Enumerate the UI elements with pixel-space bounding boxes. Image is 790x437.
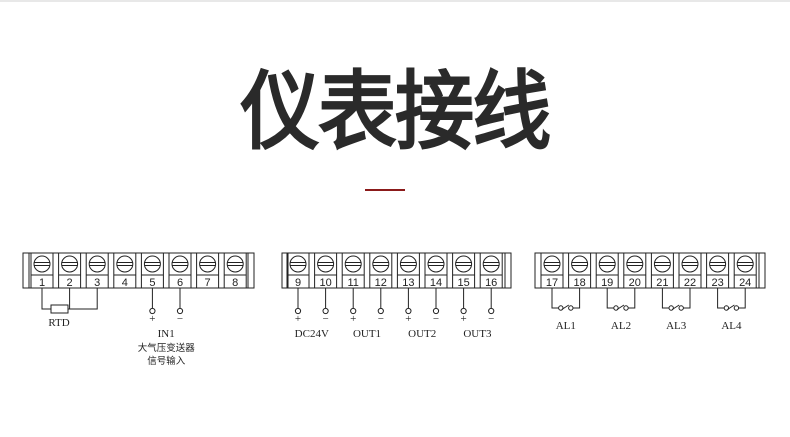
screw-terminal-icon [88, 255, 106, 273]
terminal-post-icon [432, 307, 440, 315]
title-divider [365, 189, 405, 191]
alarm-wire-a [717, 288, 725, 309]
alarm-label: AL4 [721, 320, 742, 332]
terminal-post-icon [460, 307, 467, 315]
terminal-post-icon [322, 307, 329, 315]
screw-terminal-icon [399, 255, 417, 273]
minus-sign: − [378, 313, 384, 325]
terminal-number: 13 [402, 277, 414, 289]
terminal-number: 23 [711, 277, 723, 289]
alarm-wire-a [661, 288, 670, 309]
terminal-number: 20 [629, 277, 641, 289]
screw-terminal-icon [681, 255, 699, 273]
in1-desc-line1: 大气压变送器 [138, 342, 196, 354]
screw-terminal-icon [736, 255, 754, 273]
screw-terminal-icon [289, 255, 307, 273]
terminal-post-icon [176, 307, 184, 315]
terminal-number: 21 [656, 277, 668, 289]
alarm-wire-a [606, 288, 614, 309]
terminal-block-3 [534, 252, 766, 289]
screw-terminal-icon [116, 255, 134, 273]
screw-terminal-icon [626, 255, 644, 273]
rtd-label: RTD [48, 317, 69, 329]
output-group-label: OUT3 [463, 328, 492, 340]
screw-terminal-icon [427, 255, 445, 273]
screw-terminal-icon [372, 255, 390, 273]
terminal-block-1 [22, 252, 255, 289]
output-group-label: OUT2 [408, 328, 436, 340]
terminal-post-icon [294, 307, 302, 315]
alarm-wire-a [551, 288, 559, 309]
in1-label: IN1 [158, 328, 175, 340]
output-group-label: OUT1 [353, 328, 381, 340]
alarm-wire-b [738, 288, 746, 309]
terminal-number: 18 [573, 277, 585, 289]
minus-sign: − [488, 313, 494, 325]
screw-terminal-icon [482, 255, 500, 273]
alarm-label: AL1 [556, 320, 576, 332]
screw-terminal-icon [653, 255, 671, 273]
terminal-number: 5 [149, 277, 155, 289]
screw-terminal-icon [61, 255, 79, 273]
rtd-wire-1 [41, 288, 51, 310]
alarm-label: AL3 [666, 320, 687, 332]
screw-terminal-icon [344, 255, 362, 273]
terminal-number: 6 [177, 277, 183, 289]
terminal-number: 17 [546, 277, 558, 289]
terminal-post-icon [488, 307, 495, 315]
plus-sign: + [460, 313, 466, 325]
terminal-number: 2 [67, 277, 73, 289]
screw-terminal-icon [543, 255, 561, 273]
screw-terminal-icon [33, 255, 51, 273]
terminal-number: 19 [601, 277, 613, 289]
terminal-number: 8 [232, 277, 238, 289]
terminal-number: 3 [94, 277, 100, 289]
terminal-post-icon [377, 307, 384, 315]
screw-terminal-icon [171, 255, 189, 273]
terminal-number: 4 [122, 277, 128, 289]
terminal-number: 15 [457, 277, 469, 289]
terminal-number: 9 [295, 277, 301, 289]
rtd-wire-3 [68, 288, 98, 310]
screw-terminal-icon [709, 255, 727, 273]
alarm-label: AL2 [611, 320, 631, 332]
plus-sign: + [149, 313, 155, 325]
plus-sign: + [295, 313, 301, 325]
screw-terminal-icon [598, 255, 616, 273]
minus-sign: − [433, 313, 439, 325]
alarm-wire-b [572, 288, 581, 309]
terminal-number: 14 [430, 277, 442, 289]
screw-terminal-icon [571, 255, 589, 273]
terminal-number: 10 [319, 277, 331, 289]
terminal-number: 7 [205, 277, 211, 289]
plus-sign: + [405, 313, 411, 325]
terminal-block-2 [281, 252, 512, 289]
alarm-wire-b [683, 288, 691, 309]
terminal-number: 11 [347, 277, 358, 289]
screw-terminal-icon [143, 255, 161, 273]
alarm-wire-b [628, 288, 636, 309]
screw-terminal-icon [317, 255, 335, 273]
terminal-post-icon [350, 307, 357, 315]
page-title: 仪表接线 [240, 62, 551, 162]
terminal-number: 1 [39, 277, 45, 289]
resistor-icon [50, 304, 69, 314]
top-border-strip [0, 0, 790, 2]
terminal-number: 22 [684, 277, 696, 289]
minus-sign: − [177, 313, 183, 325]
output-group-label: DC24V [295, 328, 329, 340]
terminal-post-icon [405, 307, 412, 315]
minus-sign: − [322, 313, 328, 325]
plus-sign: + [350, 313, 356, 325]
in1-desc-line2: 信号输入 [147, 355, 186, 367]
terminal-post-icon [149, 307, 156, 315]
screw-terminal-icon [199, 255, 217, 273]
screw-terminal-icon [455, 255, 473, 273]
terminal-number: 24 [739, 277, 751, 289]
screw-terminal-icon [226, 255, 244, 273]
terminal-number: 16 [485, 277, 497, 289]
terminal-number: 12 [375, 277, 387, 289]
